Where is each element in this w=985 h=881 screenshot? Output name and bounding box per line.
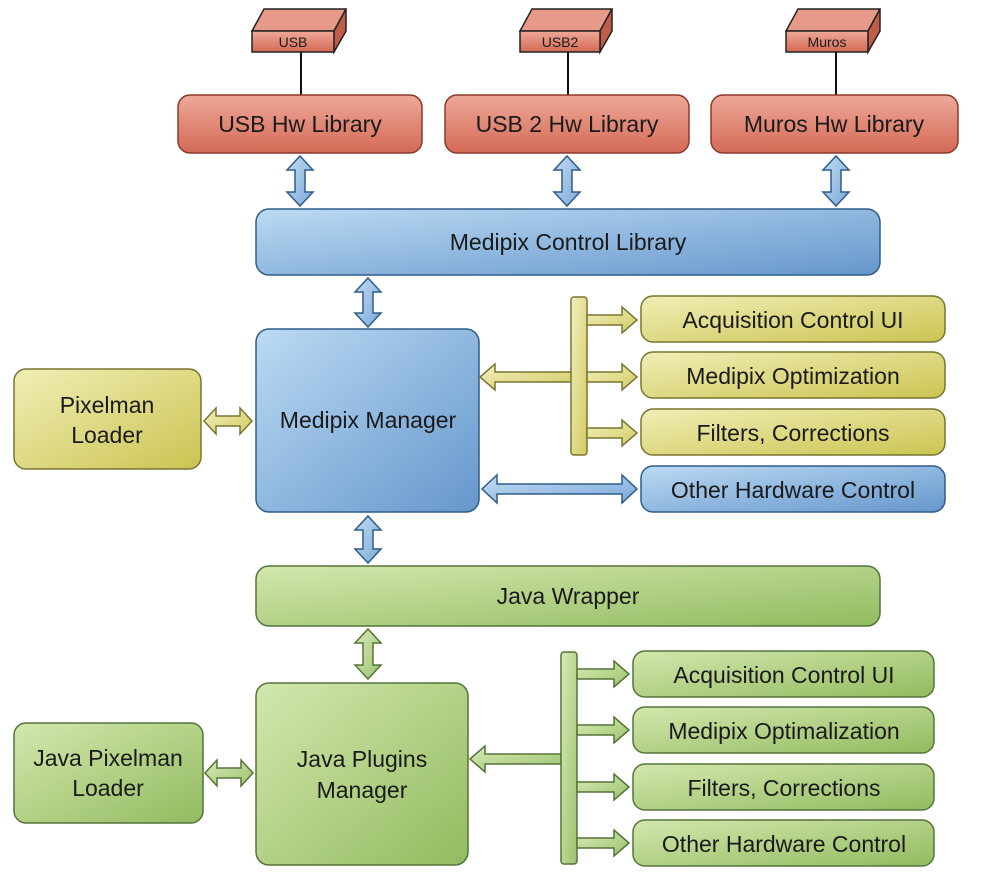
pixelman-loader-label-line1: Pixelman [60, 392, 155, 418]
device-usb2: USB2 [518, 8, 614, 96]
java-wrapper-label: Java Wrapper [497, 583, 640, 609]
medipix-manager-label: Medipix Manager [280, 407, 457, 433]
arrow-usb2-to-control [552, 154, 582, 208]
control-library-box: Medipix Control Library [255, 208, 881, 276]
plugin-filters-corrections: Filters, Corrections [640, 408, 946, 456]
java-wrapper-box: Java Wrapper [255, 565, 881, 627]
java-plugin-other-hardware-control: Other Hardware Control [632, 819, 935, 867]
java-plugin-acquisition-control-ui: Acquisition Control UI [632, 650, 935, 698]
medipix-manager-box: Medipix Manager [255, 328, 480, 513]
java-plugin-medipix-optimalization: Medipix Optimalization [632, 706, 935, 754]
muros-hw-library-box: Muros Hw Library [710, 94, 959, 154]
java-pixelman-loader-box: Java Pixelman Loader [13, 722, 204, 824]
plugin-medipix-optimization-label: Medipix Optimization [686, 363, 899, 389]
plugin-filters-corrections-label: Filters, Corrections [697, 420, 890, 446]
other-hardware-control-label: Other Hardware Control [671, 477, 915, 503]
arrow-muros-to-control [821, 154, 851, 208]
arrow-manager-to-java-wrapper [353, 514, 383, 565]
java-plugin-acquisition-control-ui-label: Acquisition Control UI [673, 662, 894, 688]
manager-plugins-bus [478, 296, 639, 456]
plugin-acquisition-control-ui-label: Acquisition Control UI [682, 307, 903, 333]
arrow-loader-to-manager [202, 406, 254, 436]
java-plugin-filters-corrections: Filters, Corrections [632, 763, 935, 811]
usb2-hw-library-box: USB 2 Hw Library [444, 94, 690, 154]
java-plugins-manager-box: Java Plugins Manager [255, 682, 469, 866]
device-usb-label: USB [279, 34, 308, 50]
arrow-control-to-manager [353, 276, 383, 329]
usb-hw-library-label: USB Hw Library [218, 111, 382, 137]
plugin-medipix-optimization: Medipix Optimization [640, 351, 946, 399]
other-hardware-control-box: Other Hardware Control [640, 465, 946, 513]
device-muros-label: Muros [808, 34, 847, 50]
java-plugins-bus [468, 651, 631, 865]
java-plugin-other-hardware-control-label: Other Hardware Control [662, 831, 906, 857]
device-usb: USB [250, 8, 348, 96]
java-plugins-manager-label-line1: Java Plugins [297, 746, 427, 772]
java-pixelman-loader-label-line1: Java Pixelman [33, 745, 183, 771]
java-plugins-manager-label-line2: Manager [317, 777, 408, 803]
plugin-acquisition-control-ui: Acquisition Control UI [640, 295, 946, 343]
pixelman-loader-label-line2: Loader [71, 422, 143, 448]
java-plugin-medipix-optimalization-label: Medipix Optimalization [668, 718, 899, 744]
pixelman-loader-box: Pixelman Loader [13, 368, 202, 470]
java-pixelman-loader-label-line2: Loader [72, 775, 144, 801]
arrow-manager-to-other-hw [480, 473, 639, 505]
usb-hw-library-box: USB Hw Library [177, 94, 423, 154]
arrow-java-loader-to-java-manager [203, 758, 255, 788]
usb2-hw-library-label: USB 2 Hw Library [476, 111, 659, 137]
arrow-wrapper-to-java-manager [353, 627, 383, 681]
control-library-label: Medipix Control Library [450, 229, 687, 255]
arrow-usb-to-control [285, 154, 315, 208]
java-plugin-filters-corrections-label: Filters, Corrections [688, 775, 881, 801]
device-muros: Muros [784, 8, 882, 96]
device-usb2-label: USB2 [542, 34, 579, 50]
muros-hw-library-label: Muros Hw Library [744, 111, 925, 137]
